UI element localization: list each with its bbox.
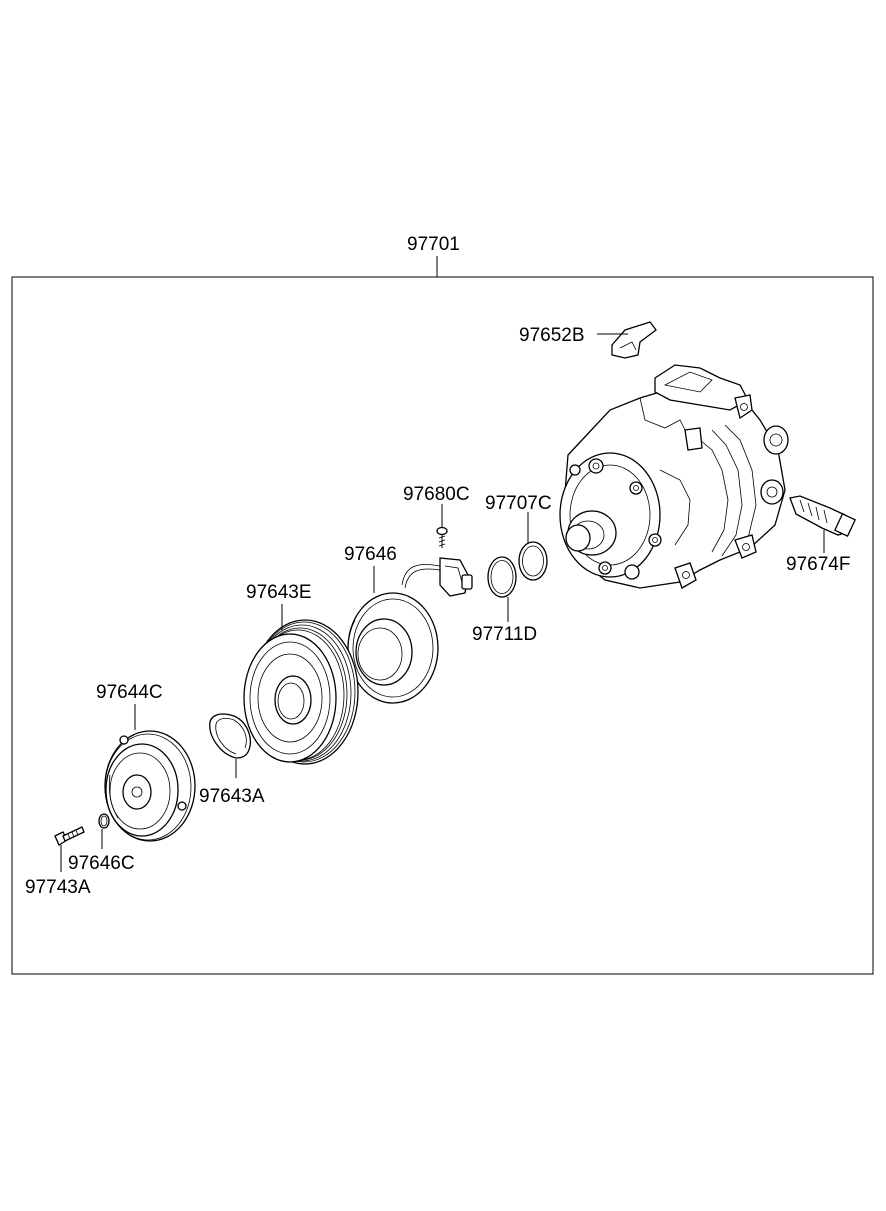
label-97711D: 97711D [472, 624, 537, 645]
label-97743A: 97743A [25, 877, 91, 898]
part-97711D: 97711D [472, 556, 537, 645]
label-97646C: 97646C [68, 853, 135, 874]
part-97646: 97646 [344, 544, 473, 704]
label-97674F: 97674F [786, 554, 850, 575]
label-97707C: 97707C [485, 493, 552, 514]
part-97643E: 97643E [243, 582, 359, 765]
label-97643E: 97643E [246, 582, 312, 603]
compressor-body [559, 364, 789, 589]
part-97707C: 97707C [485, 493, 552, 581]
label-97646: 97646 [344, 544, 397, 565]
label-97644C: 97644C [96, 682, 163, 703]
part-97743A: 97743A [25, 826, 91, 898]
label-97652B: 97652B [519, 325, 585, 346]
part-97646C: 97646C [68, 813, 135, 874]
part-97652B: 97652B [519, 321, 657, 359]
label-assembly: 97701 [407, 234, 460, 255]
part-97680C: 97680C [403, 484, 470, 548]
part-97643A: 97643A [199, 713, 265, 807]
label-97680C: 97680C [403, 484, 470, 505]
part-97644C: 97644C [96, 682, 196, 842]
assembly-frame [11, 276, 874, 975]
part-97674F: 97674F [786, 495, 857, 575]
label-97643A: 97643A [199, 786, 265, 807]
